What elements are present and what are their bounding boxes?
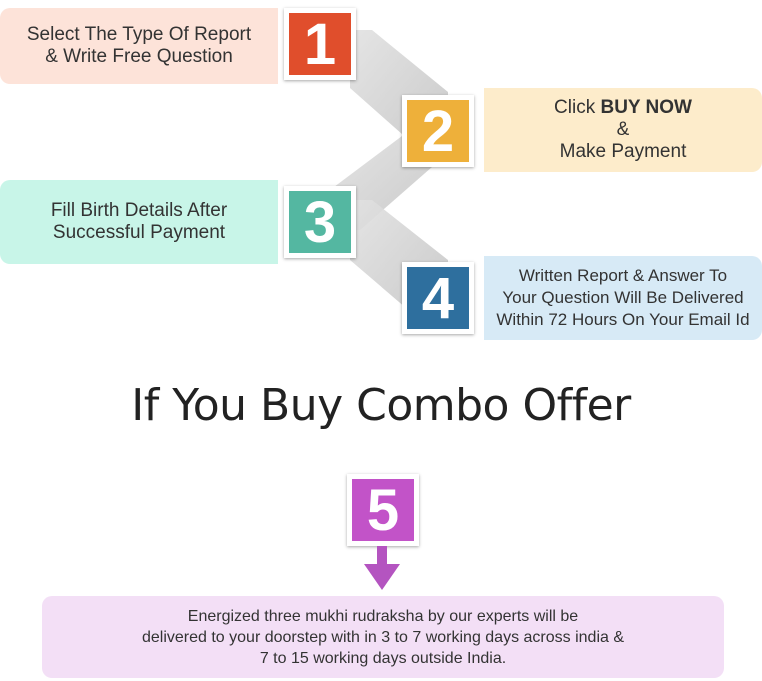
step-5-line-3: 7 to 15 working days outside India.	[259, 649, 507, 667]
step-4-line-2: Your Question Will Be Delivered	[502, 288, 744, 307]
step-2-line-2: &	[616, 119, 630, 140]
step-3-number: 3	[284, 186, 356, 258]
combo-offer-title: If You Buy Combo Offer	[131, 380, 631, 431]
step-3-line-1: Fill Birth Details After	[50, 200, 228, 221]
step-4-box: Written Report & Answer To Your Question…	[484, 256, 762, 340]
step-3-box: Fill Birth Details After Successful Paym…	[0, 180, 278, 264]
step-5-line-2: delivered to your doorstep with in 3 to …	[141, 628, 625, 646]
step-5-line-1: Energized three mukhi rudraksha by our e…	[187, 607, 579, 625]
step-1-line-2: & Write Free Question	[45, 46, 233, 67]
step-4-line-1: Written Report & Answer To	[518, 266, 728, 285]
step-2-box: Click BUY NOW & Make Payment	[484, 88, 762, 172]
step-4-number: 4	[402, 262, 474, 334]
step-2-line-1: Click BUY NOW	[484, 97, 762, 119]
down-arrow-icon	[364, 546, 400, 590]
step-2-number: 2	[402, 95, 474, 167]
step-5-box: Energized three mukhi rudraksha by our e…	[42, 596, 724, 678]
step-2-line-3: Make Payment	[559, 141, 687, 162]
step-1-box: Select The Type Of Report & Write Free Q…	[0, 8, 278, 84]
step-1-number: 1	[284, 8, 356, 80]
step-3-line-2: Successful Payment	[52, 222, 226, 243]
step-4-line-3: Within 72 Hours On Your Email Id	[496, 310, 750, 329]
step-2-line-1-prefix: Click	[554, 97, 601, 118]
step-1-line-1: Select The Type Of Report	[26, 24, 252, 45]
step-2-buy-now: BUY NOW	[600, 97, 692, 118]
step-5-number: 5	[347, 474, 419, 546]
